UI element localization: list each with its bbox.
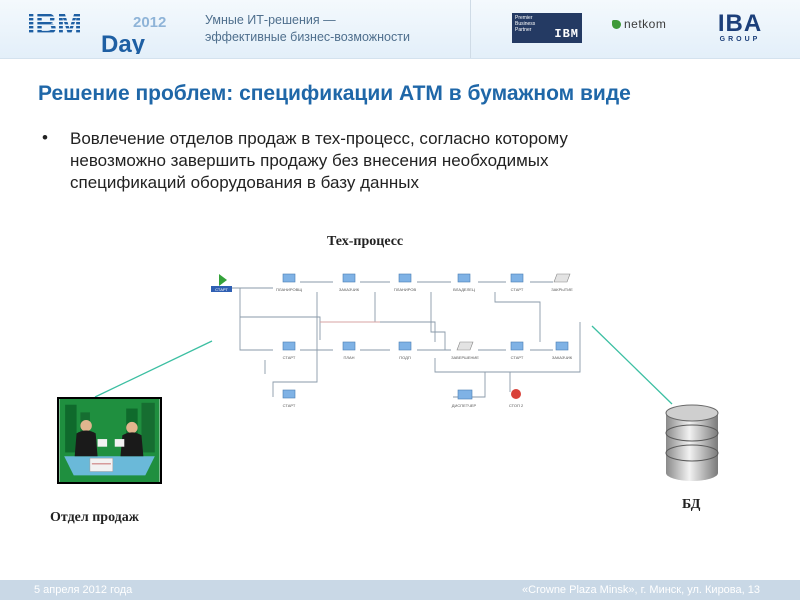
bullet-line-2: невозможно завершить продажу без внесени… — [70, 151, 549, 170]
start-node: СТАРТ — [211, 274, 232, 292]
node-completion: ЗАВЕРШЕНИЕ — [451, 341, 479, 360]
partner-brand: IBM — [554, 27, 579, 41]
node-customer-r2: ЗАКАЗЧИК — [552, 341, 573, 360]
sales-department-label: Отдел продаж — [50, 510, 139, 525]
node-customer: ЗАКАЗЧИК — [339, 273, 360, 292]
node-label: ЗАКРЫТИЕ — [551, 287, 573, 292]
node-planning: ПЛАНИРОВ — [394, 273, 417, 292]
node-label: ДИСПЕТЧЕР — [452, 403, 477, 408]
bullet-marker: • — [42, 128, 48, 147]
partner-line-3: Partner — [515, 27, 532, 33]
node-start-r3: СТАРТ — [283, 389, 296, 408]
bullet-line-3: спецификаций оборудования в базу данных — [70, 173, 419, 192]
footer-bar: 5 апреля 2012 года «Crowne Plaza Minsk»,… — [0, 580, 800, 600]
tagline-line-2: эффективные бизнес-возможности — [205, 30, 410, 44]
stop-node: СТОП 2 — [509, 389, 524, 408]
node-label: СТАРТ — [215, 287, 228, 292]
header-tagline: Умные ИТ-решения — эффективные бизнес-во… — [205, 12, 455, 46]
bullet-text: Вовлечение отделов продаж в тех-процесс,… — [70, 128, 710, 194]
node-label: СТАРТ — [283, 403, 296, 408]
node-label: ЗАКАЗЧИК — [552, 355, 573, 360]
node-planner: ПЛАНИРОВЩ — [276, 273, 302, 292]
sales-department-image — [57, 397, 162, 484]
ibm-day-logo: IBM 2012 Day — [27, 8, 166, 54]
footer-date: 5 апреля 2012 года — [34, 584, 133, 596]
node-label: СТАРТ — [511, 287, 524, 292]
database-icon — [665, 404, 719, 481]
iba-sub-text: GROUP — [719, 36, 761, 43]
bullet-line-1: Вовлечение отделов продаж в тех-процесс,… — [70, 129, 568, 148]
node-label: ЗАКАЗЧИК — [339, 287, 360, 292]
netkom-text: netkom — [624, 17, 667, 31]
node-owner: ВЛАДЕЛЕЦ — [453, 273, 475, 292]
node-label: СТАРТ — [283, 355, 296, 360]
partner-text: Premier Business Partner — [515, 15, 555, 33]
process-title: Тех-процесс — [327, 234, 404, 249]
logo-brand-text: IBM — [27, 8, 82, 41]
node-label: ПОДП — [399, 355, 411, 360]
partner-line-2: Business — [515, 21, 536, 27]
node-start-r1: СТАРТ — [511, 273, 524, 292]
netkom-logo: netkom — [612, 17, 666, 31]
node-label: ПЛАНИРОВ — [394, 287, 417, 292]
logo-year-text: 2012 — [133, 14, 166, 31]
partner-line-1: Premier — [515, 15, 533, 21]
logo-day-text: Day — [101, 31, 146, 54]
sales-to-process-line — [94, 340, 213, 398]
flow-lines — [232, 281, 581, 398]
iba-main-text: IBA — [717, 10, 763, 37]
node-label: ЗАВЕРШЕНИЕ — [451, 355, 479, 360]
database-label: БД — [682, 497, 701, 512]
node-label: СТОП 2 — [509, 403, 524, 408]
node-label: ПЛАН — [343, 355, 354, 360]
node-plan: ПЛАН — [342, 341, 356, 360]
slide-title: Решение проблем: спецификации ATM в бума… — [38, 82, 631, 105]
node-label: СТАРТ — [511, 355, 524, 360]
header-divider — [470, 0, 471, 58]
tagline-line-1: Умные ИТ-решения — — [205, 13, 336, 27]
node-label: ВЛАДЕЛЕЦ — [453, 287, 475, 292]
node-closing: ЗАКРЫТИЕ — [551, 273, 573, 292]
node-label: ПЛАНИРОВЩ — [276, 287, 302, 292]
netkom-icon — [612, 19, 621, 29]
process-to-db-line — [591, 325, 673, 405]
header-bar: IBM 2012 Day Умные ИТ-решения — эффектив… — [0, 0, 800, 59]
node-dispatcher: ДИСПЕТЧЕР — [452, 389, 477, 408]
ibm-partner-logo: Premier Business Partner IBM — [512, 13, 582, 43]
process-flow-diagram: СТАРТ ПЛАНИРОВЩ ЗАКАЗЧИК ПЛАНИРОВ ВЛАДЕЛ… — [211, 273, 581, 408]
node-sign: ПОДП — [398, 341, 412, 360]
node-start-r2b: СТАРТ — [511, 341, 524, 360]
node-start-r2: СТАРТ — [283, 341, 296, 360]
footer-place: «Crowne Plaza Minsk», г. Минск, ул. Киро… — [522, 584, 760, 596]
iba-group-logo: IBA GROUP — [710, 10, 770, 44]
